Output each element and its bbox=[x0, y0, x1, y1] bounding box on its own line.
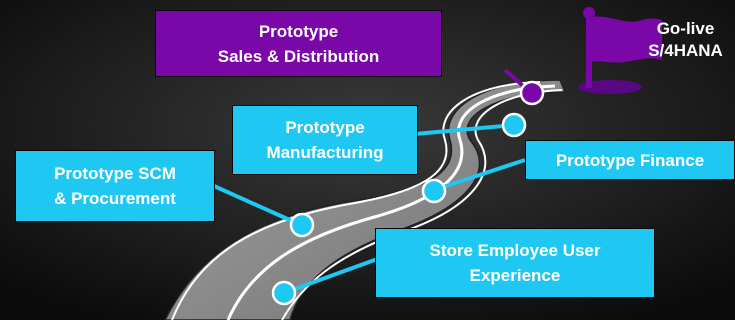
connector-lines bbox=[213, 123, 526, 295]
milestone-dot-sales bbox=[519, 80, 545, 106]
milestone-sales-line2: Sales & Distribution bbox=[217, 46, 380, 66]
road-edge-left bbox=[171, 81, 541, 320]
flag-icon bbox=[578, 7, 662, 94]
milestone-dot-store bbox=[271, 280, 297, 306]
milestone-store-box: Store Employee User Experience bbox=[375, 228, 655, 298]
connector-store bbox=[283, 256, 381, 295]
road bbox=[164, 79, 567, 320]
milestone-scm-line2: & Procurement bbox=[54, 189, 176, 208]
milestone-finance-line1: Prototype Finance bbox=[555, 150, 705, 170]
milestone-scm-box: Prototype SCM & Procurement bbox=[15, 150, 215, 222]
milestone-manufacturing-line1: Prototype bbox=[285, 118, 365, 137]
milestone-manufacturing-box: Prototype Manufacturing bbox=[232, 105, 418, 175]
milestone-dot-scm bbox=[289, 212, 315, 238]
golive-label: Go-live S/4HANA bbox=[636, 18, 735, 62]
milestone-dot-finance bbox=[421, 178, 447, 204]
connector-manufacturing bbox=[414, 123, 515, 136]
milestone-scm-line1: Prototype SCM bbox=[54, 164, 176, 183]
milestone-store-line2: Experience bbox=[469, 266, 561, 285]
milestone-sales-box: Prototype Sales & Distribution bbox=[155, 10, 442, 77]
milestone-manufacturing-line2: Manufacturing bbox=[266, 143, 384, 162]
milestone-store-line1: Store Employee User bbox=[429, 241, 601, 260]
milestone-finance-box: Prototype Finance bbox=[525, 140, 735, 180]
connector-finance bbox=[433, 158, 526, 192]
golive-line2: S/4HANA bbox=[648, 41, 723, 60]
milestone-dot-manufacturing bbox=[501, 112, 527, 138]
milestone-sales-line1: Prototype bbox=[258, 21, 339, 41]
road-edge-right bbox=[281, 89, 563, 320]
connector-scm bbox=[213, 184, 302, 227]
golive-line1: Go-live bbox=[656, 19, 715, 38]
